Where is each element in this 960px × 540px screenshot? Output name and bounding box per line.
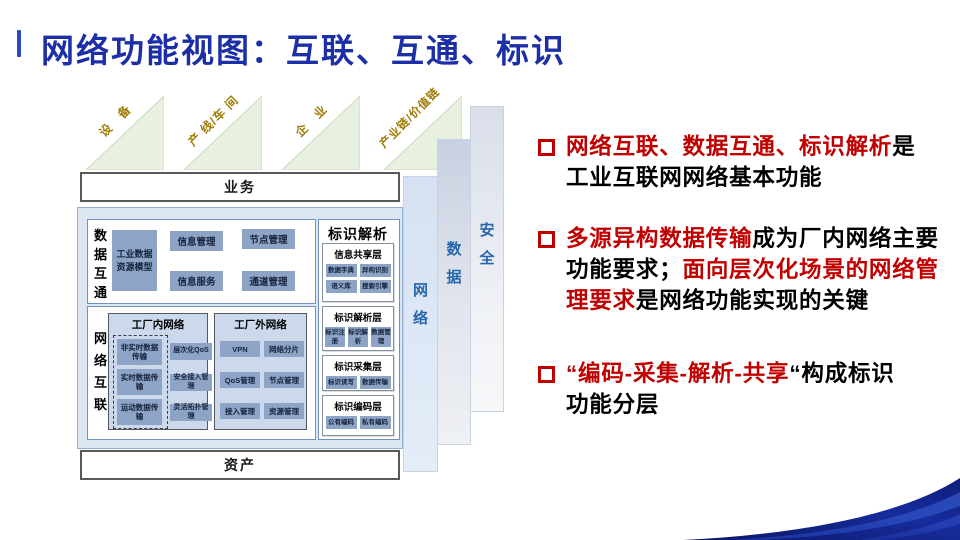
private-code-box: 私有编码 (359, 416, 391, 429)
network-bar-label: 网络 (412, 282, 428, 327)
bullet-text-3: “编码-采集-解析-共享“构成标识 功能分层 (566, 361, 895, 417)
business-bar: 业务 (80, 172, 400, 202)
public-code-box: 公有编码 (325, 416, 357, 429)
network-bar: 网络 (403, 176, 438, 472)
motion-data-box: 运动数据传输 (117, 399, 162, 425)
access-mgmt-box: 接入管理 (220, 403, 260, 419)
layer-title: 标识采集层 (334, 362, 382, 373)
channel-mgmt-box: 通道管理 (242, 271, 295, 291)
id-encoding-layer: 标识编码层 公有编码 私有编码 (322, 395, 394, 436)
data-mgmt-box: 数据管理 (371, 327, 391, 347)
data-interop-label: 数据互通 (93, 228, 107, 300)
bullet-square-icon (538, 139, 555, 156)
id-collection-layer: 标识采集层 标识读写 数据传输 (322, 355, 394, 391)
asset-bar: 资产 (80, 450, 400, 480)
layer-title: 标识解析层 (334, 313, 382, 324)
factory-internal-network-box: 工厂内网络 非实时数据传输 实时数据传输 运动数据传输 层次化QoS 安全接入管… (108, 313, 212, 430)
resource-mgmt-box: 资源管理 (264, 403, 304, 419)
info-mgmt-box: 信息管理 (170, 231, 223, 251)
qos-mgmt-box: QoS管理 (220, 372, 260, 388)
layer-items: 标识注册 标识解析 数据管理 (323, 324, 393, 347)
node-mgmt-box: 节点管理 (242, 229, 295, 249)
search-engine-box: 搜索引擎 (359, 280, 391, 293)
secure-access-box: 安全接入管理 (170, 374, 212, 391)
factory-external-network-box: 工厂外网络 VPN 网络分片 QoS管理 节点管理 接入管理 资源管理 (214, 313, 307, 430)
data-bar-label: 数据 (446, 241, 462, 286)
internal-dashed-group (113, 335, 168, 429)
bullet-square-icon (538, 366, 555, 383)
hierarchical-qos-box: 层次化QoS (170, 343, 212, 360)
node-mgmt-ext-box: 节点管理 (264, 372, 304, 388)
bullet-text-2: 多源异构数据传输成为厂内网络主要 功能要求；面向层次化场景的网络管 理要求是网络… (566, 226, 939, 313)
realtime-data-box: 实时数据传输 (117, 369, 162, 395)
external-network-title: 工厂外网络 (234, 319, 287, 331)
bullet-square-icon (538, 231, 555, 248)
info-sharing-layer: 信息共享层 数据字典 异构识别 语义库 搜索引擎 (322, 243, 394, 302)
internal-network-title: 工厂内网络 (131, 319, 185, 331)
vpn-box: VPN (220, 341, 260, 357)
page-title: 网络功能视图：互联、互通、标识 (41, 32, 566, 69)
layer-title: 信息共享层 (334, 250, 382, 261)
flexible-topology-box: 灵活拓扑管理 (170, 404, 212, 421)
layer-items: 标识读写 数据传输 (323, 373, 393, 389)
id-resolve-box: 标识解析 (348, 327, 368, 347)
layer-items: 公有编码 私有编码 (323, 413, 393, 429)
hetero-ident-box: 异构识别 (359, 264, 391, 277)
network-slicing-box: 网络分片 (264, 341, 304, 357)
triangle-shape (184, 96, 262, 170)
triangle-shape (86, 96, 164, 170)
info-service-box: 信息服务 (170, 271, 223, 291)
id-readwrite-box: 标识读写 (325, 376, 357, 389)
security-bar-label: 安全 (479, 222, 495, 267)
layer-title: 标识编码层 (334, 402, 382, 413)
scope-triangle-enterprise: 企 业 (282, 96, 360, 170)
data-bar: 数据 (437, 139, 471, 445)
title-accent-bar (17, 30, 21, 57)
scope-triangle-device: 设 备 (86, 96, 164, 170)
bullet-list: 网络互联、数据互通、标识解析是 工业互联网网络基本功能 多源异构数据传输成为厂内… (538, 131, 953, 450)
data-transfer-box: 数据传输 (359, 376, 391, 389)
layer-items: 数据字典 异构识别 语义库 搜索引擎 (323, 261, 393, 293)
bullet-text-1: 网络互联、数据互通、标识解析是 工业互联网网络基本功能 (566, 134, 916, 190)
network-interconnect-label: 网络互联 (93, 331, 107, 412)
industrial-data-model-box: 工业数据资源模型 (112, 230, 157, 291)
scope-triangle-line: 产 线/车 间 (184, 93, 262, 170)
nonrealtime-data-box: 非实时数据传输 (117, 339, 162, 365)
bullet-item-1: 网络互联、数据互通、标识解析是 工业互联网网络基本功能 (538, 131, 953, 193)
semantic-lib-box: 语义库 (325, 280, 357, 293)
security-bar: 安全 (470, 106, 504, 412)
triangle-shape (282, 96, 360, 170)
bullet-item-3: “编码-采集-解析-共享“构成标识 功能分层 (538, 358, 953, 420)
id-resolution-layer: 标识解析层 标识注册 标识解析 数据管理 (322, 306, 394, 351)
id-register-box: 标识注册 (325, 327, 345, 347)
id-resolution-title: 标识解析 (328, 226, 388, 242)
data-dictionary-box: 数据字典 (325, 264, 357, 277)
bullet-item-2: 多源异构数据传输成为厂内网络主要 功能要求；面向层次化场景的网络管 理要求是网络… (538, 223, 953, 316)
